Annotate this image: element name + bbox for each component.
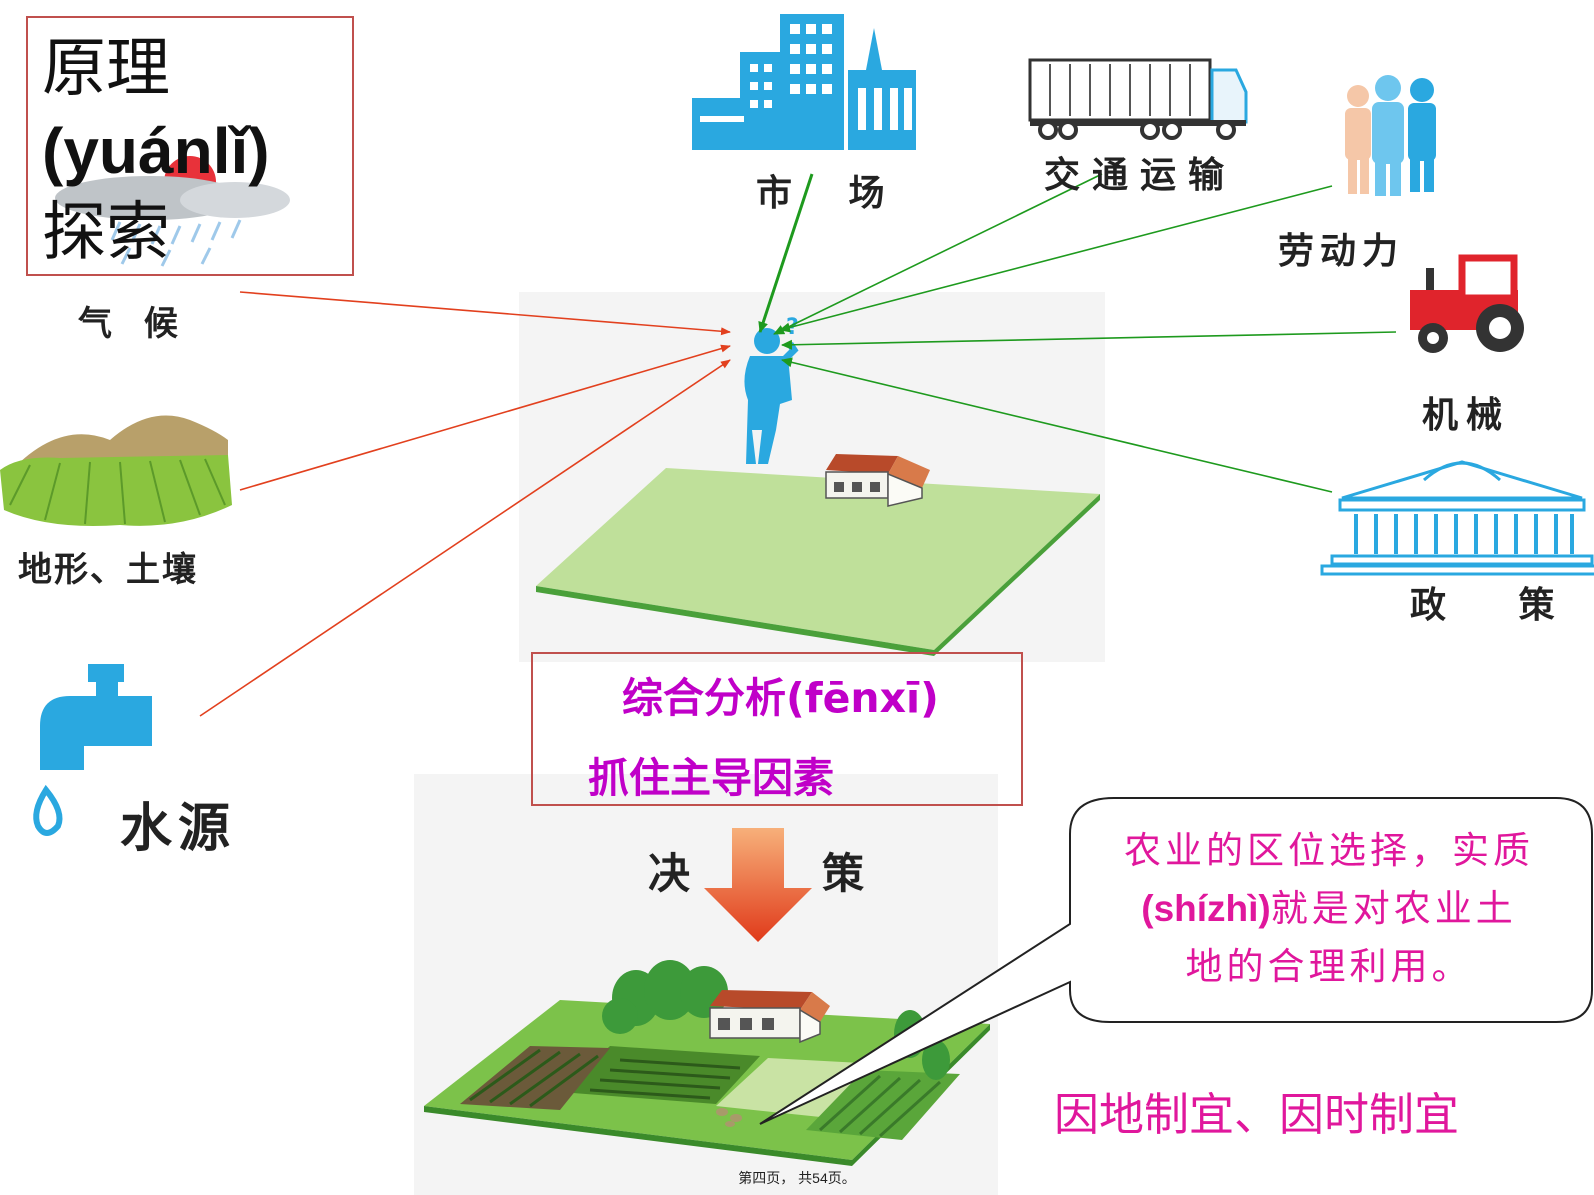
label-climate: 气 候 — [78, 304, 188, 344]
market-buildings-icon — [692, 14, 916, 150]
climate-icon — [55, 156, 290, 267]
analysis-line-2: 抓住主导因素 — [588, 754, 834, 802]
label-market: 市 场 — [756, 172, 907, 214]
labor-people-icon — [1345, 75, 1436, 196]
callout-line-3: 地的合理利用。 — [1185, 945, 1473, 988]
title-line-2: (yuánlǐ) — [42, 115, 270, 187]
title-line-3: 探索 — [42, 196, 170, 270]
label-decision-right: 策 — [822, 849, 875, 898]
label-transport: 交通运输 — [1044, 154, 1237, 196]
water-tap-icon — [33, 664, 152, 836]
label-policy: 政 策 — [1410, 584, 1585, 626]
social-factor-arrows — [758, 173, 1397, 493]
callout-text: 农业的区位选择，实质 (shízhì)就是对农业土 地的合理利用。 — [1094, 822, 1564, 996]
terrain-soil-icon — [0, 415, 232, 526]
plain-field — [536, 468, 1100, 656]
title-box — [26, 16, 354, 276]
label-labor: 劳动力 — [1278, 230, 1405, 272]
analysis-box — [531, 652, 1023, 806]
callout-line-1: 农业的区位选择，实质 — [1124, 829, 1534, 872]
tractor-icon — [1410, 254, 1524, 353]
callout-line-2-pinyin: (shízhì) — [1141, 888, 1271, 929]
title-line-1: 原理 — [42, 32, 170, 106]
analysis-line-1: 综合分析(fēnxī) — [622, 674, 939, 722]
label-decision-left: 决 — [648, 849, 701, 898]
callout-line-2-rest: 就是对农业土 — [1270, 887, 1517, 930]
planned-farm — [424, 960, 990, 1166]
principle-text: 因地制宜、因时制宜 — [1054, 1088, 1460, 1141]
farmhouse-icon — [825, 454, 930, 507]
government-building-icon — [1320, 460, 1594, 576]
natural-factor-arrows — [199, 291, 731, 717]
speech-callout — [759, 797, 1593, 1125]
page-title: 原理 (yuánlǐ) 探索 — [42, 28, 270, 274]
label-terrain-soil: 地形、土壤 — [18, 550, 198, 590]
decision-arrow — [704, 828, 812, 942]
label-water: 水源 — [120, 798, 237, 859]
callout-line-2: (shízhì)就是对农业土 — [1094, 880, 1564, 938]
page-footer: 第四页， 共54页。 — [738, 1170, 856, 1186]
label-machinery: 机械 — [1422, 394, 1511, 436]
truck-icon — [1028, 58, 1248, 140]
